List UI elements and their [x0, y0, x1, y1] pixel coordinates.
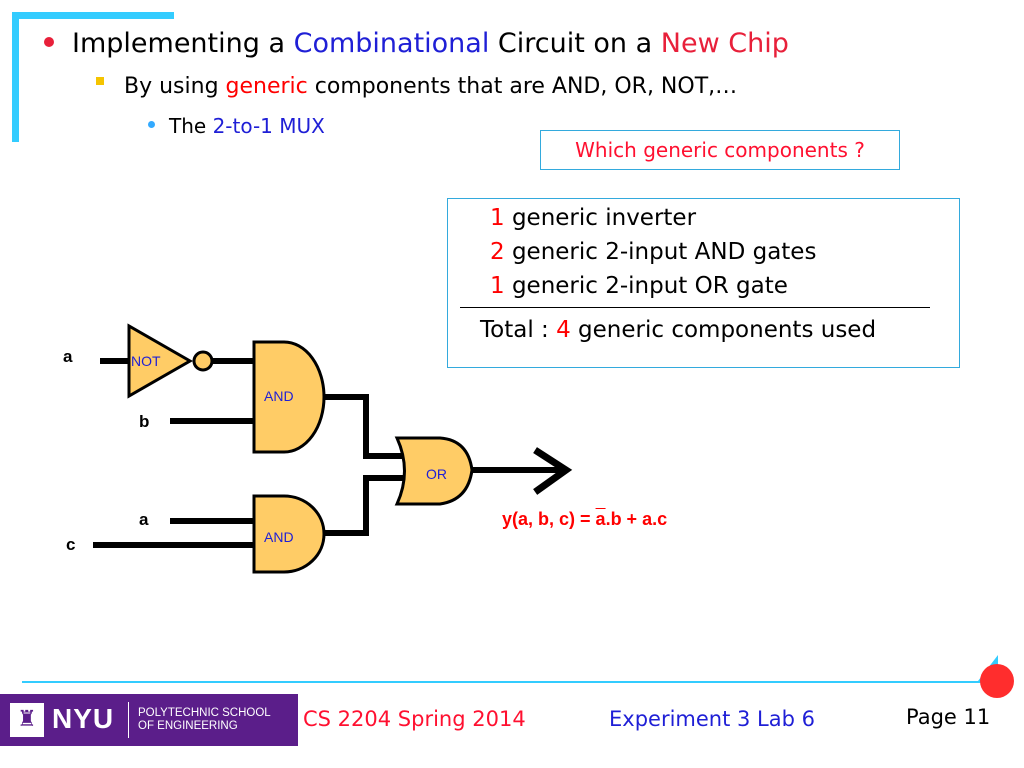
- not-gate-label: NOT: [131, 353, 161, 369]
- bullet-1-pre: Implementing a: [72, 28, 294, 59]
- bullet-1-new-chip: New Chip: [660, 28, 789, 59]
- and-gate-top: [252, 340, 326, 454]
- bullet-3-mux: 2-to-1 MUX: [212, 114, 325, 138]
- torch-icon: ♜: [10, 703, 44, 737]
- footer-page-number: Page 11: [906, 705, 991, 729]
- nyu-logo: ♜ NYU POLYTECHNIC SCHOOL OF ENGINEERING: [0, 694, 298, 746]
- total-post: generic components used: [570, 317, 877, 343]
- component-desc: generic 2-input AND gates: [504, 239, 817, 265]
- wire-and-bottom-to-or: [321, 475, 403, 536]
- component-count: 2: [490, 239, 505, 265]
- footer-experiment: Experiment 3 Lab 6: [609, 707, 815, 731]
- bullet-2-post: components that are AND, OR, NOT,…: [307, 74, 738, 99]
- and-gate-top-label: AND: [264, 388, 294, 404]
- input-c-label: c: [66, 535, 76, 554]
- component-line-and: 2 generic 2-input AND gates: [490, 239, 816, 265]
- logo-school-text: POLYTECHNIC SCHOOL OF ENGINEERING: [138, 707, 271, 733]
- formula-a-bar: a: [595, 509, 606, 529]
- or-gate-label: OR: [426, 466, 447, 482]
- mux-formula: y(a, b, c) = a.b + a.c: [502, 509, 667, 530]
- bullet-3-pre: The: [169, 114, 213, 138]
- total-divider: [460, 307, 930, 308]
- bullet-square-icon: [96, 77, 104, 85]
- component-count: 1: [490, 273, 505, 299]
- component-desc: generic inverter: [504, 205, 697, 231]
- decorative-horizontal-bar: [12, 12, 174, 19]
- logo-nyu-text: NYU: [52, 703, 115, 734]
- component-count: 1: [490, 205, 505, 231]
- bullet-small-dot-icon: [148, 121, 155, 128]
- and-gate-bottom: [252, 494, 326, 574]
- component-line-inverter: 1 generic inverter: [490, 205, 696, 231]
- bullet-dot-icon: [44, 36, 54, 47]
- question-box: Which generic components ?: [540, 130, 900, 170]
- corner-circle-icon: [980, 664, 1014, 698]
- wire-and-top-to-or: [321, 394, 403, 459]
- not-gate-bubble: [192, 350, 214, 372]
- output-arrow-icon: [533, 447, 573, 495]
- or-gate: [394, 436, 474, 506]
- footer-course: CS 2204 Spring 2014: [303, 707, 526, 731]
- bullet-level-3: The 2-to-1 MUX: [148, 114, 325, 138]
- decorative-vertical-bar: [12, 12, 19, 142]
- logo-school-line2: OF ENGINEERING: [138, 720, 238, 732]
- logo-school-line1: POLYTECHNIC SCHOOL: [138, 707, 271, 719]
- total-count: 4: [556, 317, 571, 343]
- input-a-top-label: a: [63, 347, 73, 366]
- bullet-level-1: Implementing a Combinational Circuit on …: [44, 28, 789, 59]
- component-total: Total : 4 generic components used: [480, 317, 876, 343]
- logo-separator: [128, 702, 129, 738]
- bullet-2-pre: By using: [124, 74, 226, 99]
- not-gate: [127, 323, 194, 399]
- bullet-level-2: By using generic components that are AND…: [96, 74, 737, 99]
- bullet-1-mid: Circuit on a: [489, 28, 661, 59]
- footer-divider: [22, 681, 992, 683]
- input-a-bottom-label: a: [139, 510, 149, 529]
- total-pre: Total :: [480, 317, 557, 343]
- input-b-label: b: [139, 412, 150, 431]
- component-line-or: 1 generic 2-input OR gate: [490, 273, 788, 299]
- bullet-2-generic: generic: [225, 74, 308, 99]
- components-count-box: 1 generic inverter 2 generic 2-input AND…: [447, 198, 960, 368]
- bullet-1-combinational: Combinational: [293, 28, 490, 59]
- formula-rest: .b + a.c: [605, 509, 668, 529]
- formula-lhs: y(a, b, c) =: [502, 509, 596, 529]
- and-gate-bottom-label: AND: [264, 529, 294, 545]
- component-desc: generic 2-input OR gate: [504, 273, 788, 299]
